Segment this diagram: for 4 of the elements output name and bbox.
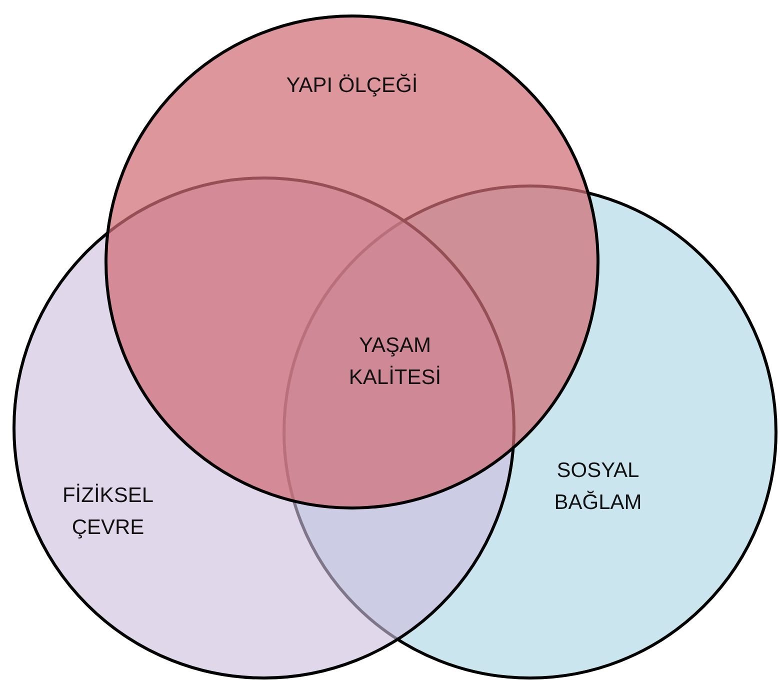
circle-label: SOSYAL BAĞLAM bbox=[553, 458, 643, 516]
circle-label: FİZİKSEL ÇEVRE bbox=[61, 482, 155, 541]
overlap-label: YAŞAM KALİTESİ bbox=[348, 333, 442, 391]
circle-label: YAPI ÖLÇEĞİ bbox=[285, 72, 419, 99]
